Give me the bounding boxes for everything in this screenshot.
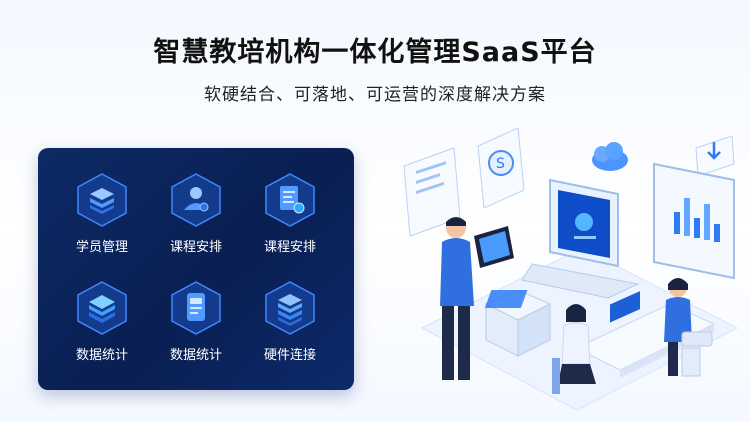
download-card xyxy=(695,135,735,177)
feature-data-statistics-1[interactable]: 数据统计 xyxy=(54,280,150,370)
feature-data-statistics-2[interactable]: 数据统计 xyxy=(148,280,244,370)
analytics-monitor xyxy=(653,162,735,280)
feature-label: 学员管理 xyxy=(75,240,128,255)
desktop-monitor xyxy=(521,178,640,299)
feature-student-management[interactable]: 学员管理 xyxy=(54,172,150,262)
stack-blocks-icon xyxy=(262,280,318,336)
layers-stack-icon xyxy=(74,172,130,228)
cloud-icon xyxy=(592,142,628,171)
features-panel: 学员管理 课程安排 课程安排 xyxy=(38,148,354,390)
tablet-document-icon xyxy=(168,280,224,336)
svg-text:S: S xyxy=(496,156,505,172)
floating-s-icon-card: S xyxy=(477,127,525,209)
server-box xyxy=(484,289,552,357)
feature-course-schedule-1[interactable]: 课程安排 xyxy=(148,172,244,262)
feature-label: 课程安排 xyxy=(169,240,222,255)
seated-person-right xyxy=(664,278,713,377)
office-illustration: S xyxy=(382,118,742,422)
feature-label: 硬件连接 xyxy=(263,348,316,363)
database-layers-icon xyxy=(74,280,130,336)
feature-course-schedule-2[interactable]: 课程安排 xyxy=(242,172,338,262)
feature-label: 课程安排 xyxy=(263,240,316,255)
document-chat-icon xyxy=(262,172,318,228)
feature-label: 数据统计 xyxy=(75,348,128,363)
standing-person xyxy=(440,217,514,380)
page-subtitle: 软硬结合、可落地、可运营的深度解决方案 xyxy=(204,85,546,105)
user-profile-icon xyxy=(168,172,224,228)
feature-hardware-connection[interactable]: 硬件连接 xyxy=(242,280,338,370)
feature-label: 数据统计 xyxy=(169,348,222,363)
seated-person-left xyxy=(552,304,596,394)
page-title: 智慧教培机构一体化管理SaaS平台 xyxy=(153,37,597,68)
